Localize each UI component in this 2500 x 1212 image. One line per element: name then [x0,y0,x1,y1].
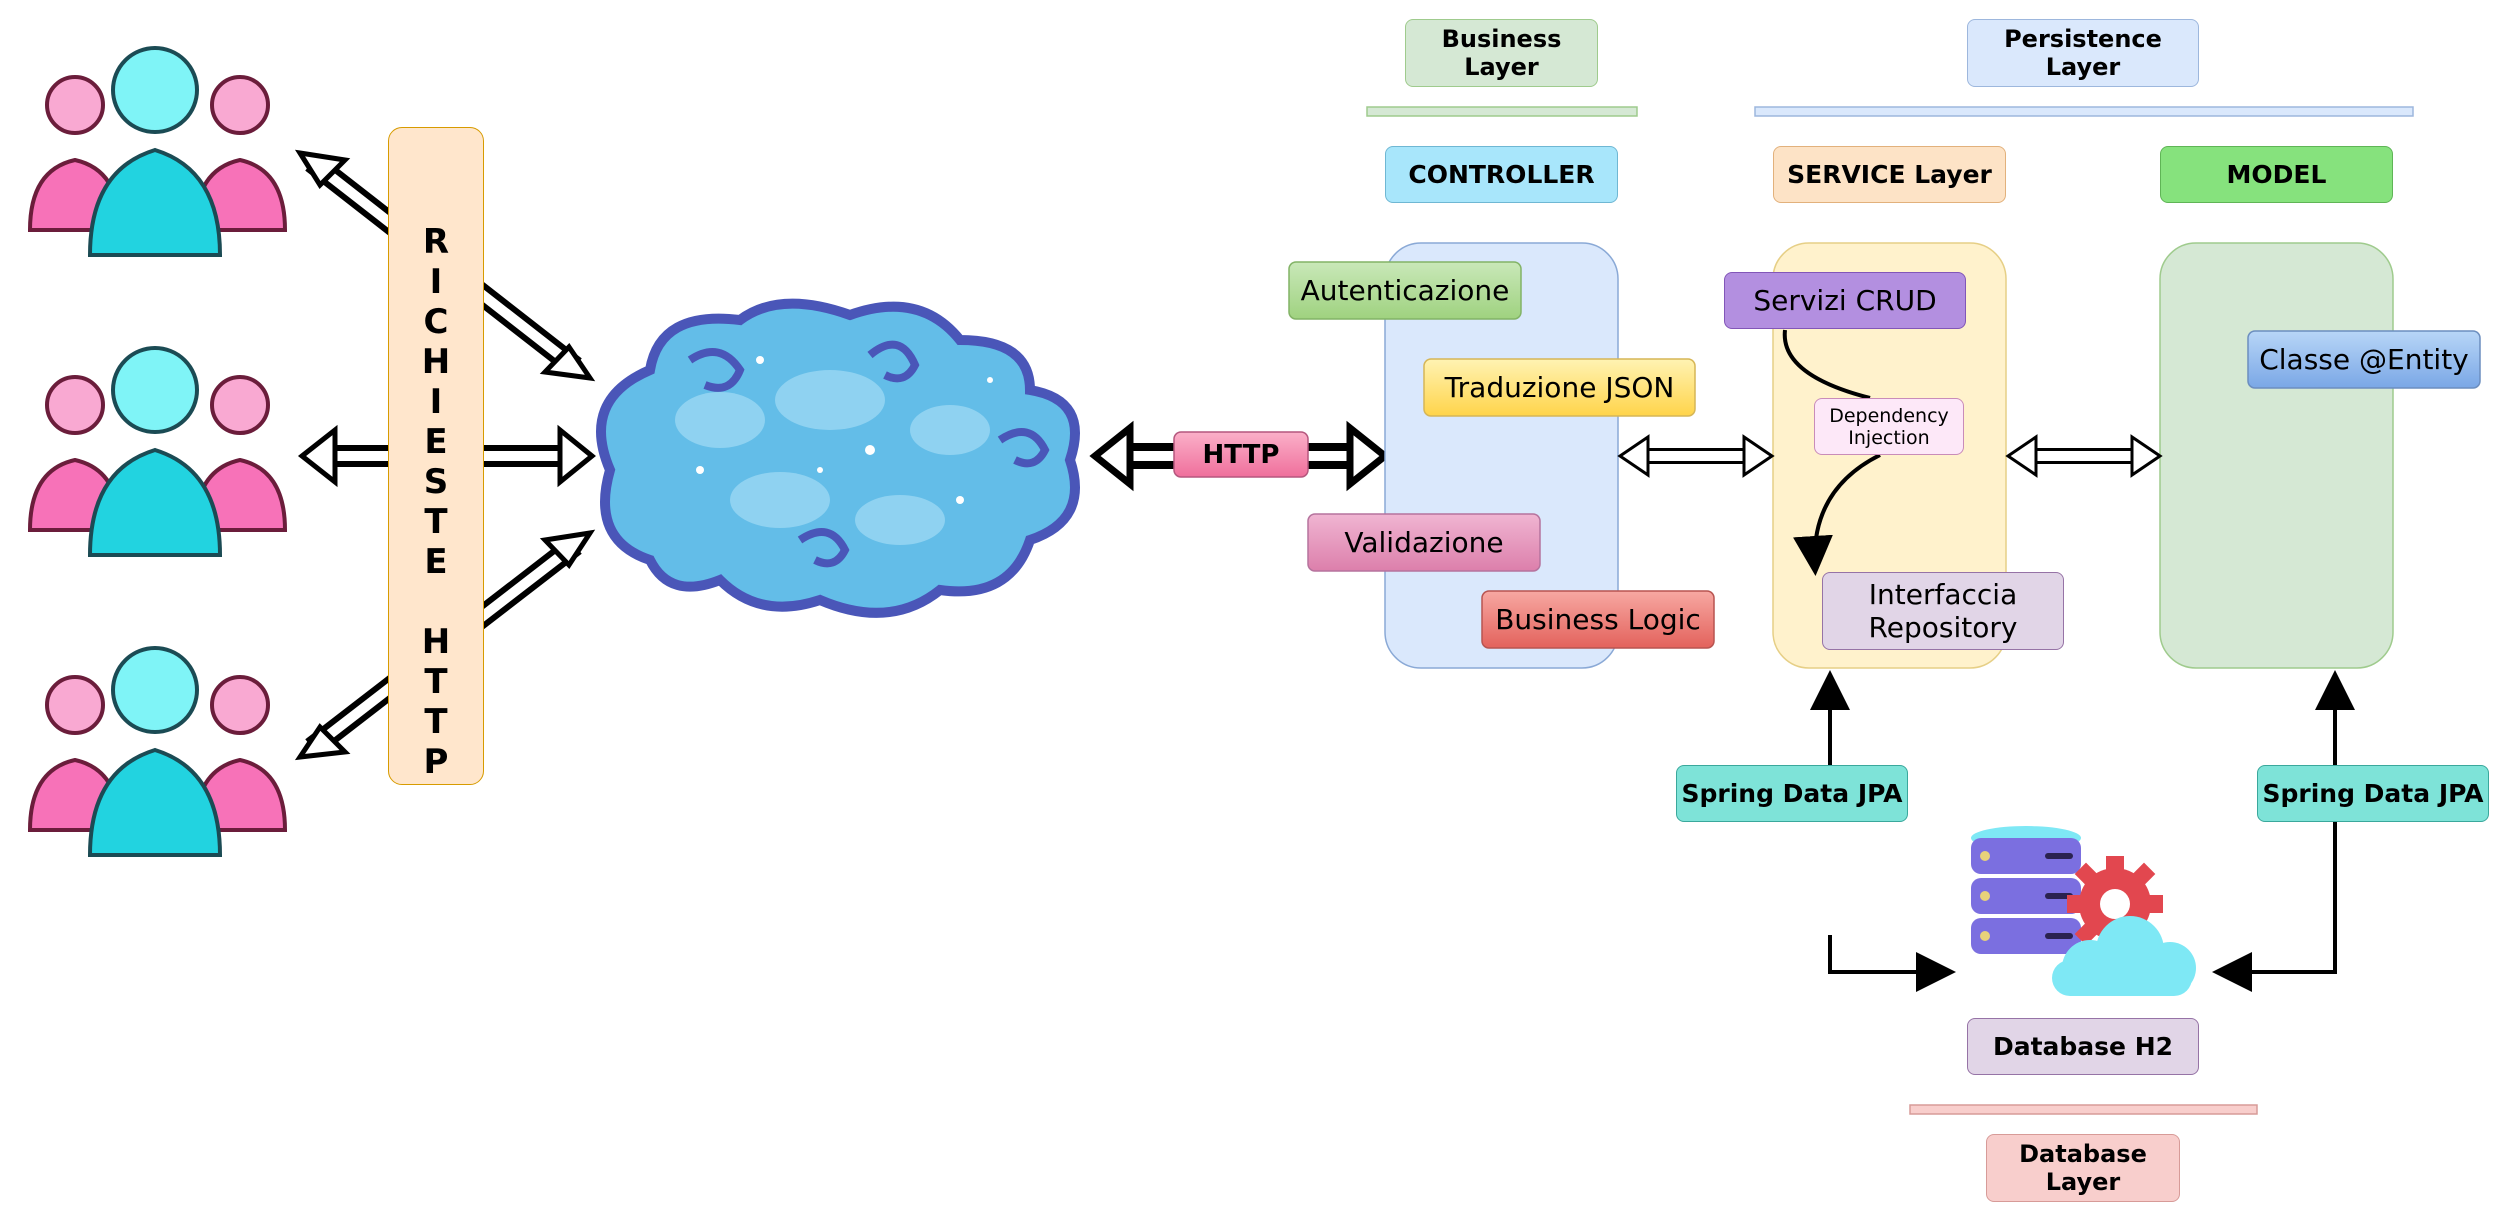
validazione-label: Validazione [1344,526,1504,559]
controller-header: CONTROLLER [1385,146,1618,203]
dependency-injection-curve [1785,329,1881,568]
autenticazione-box [1288,261,1522,320]
cloud-icon [2052,916,2196,996]
users-group-icon [27,46,288,257]
service-model-arrow [2005,434,2163,478]
controller-service-arrow [1617,434,1775,478]
business-logic-box [1481,590,1715,649]
spring-data-jpa-left-badge: Spring Data JPA [1676,765,1908,822]
http-badge-box [1173,431,1309,478]
database-h2-label: Database H2 [1967,1018,2199,1075]
validazione-box [1307,513,1541,572]
traduzione-json-box [1423,358,1696,417]
users-group-icon [27,346,288,557]
classe-entity-box [2247,330,2481,389]
model-panel [2159,242,2394,669]
business-logic-label: Business Logic [1495,603,1701,636]
model-header: MODEL [2160,146,2393,203]
servizi-crud-box: Servizi CRUD [1724,272,1966,329]
user-icon [87,46,223,257]
users-group-icon [27,646,288,857]
dependency-injection-box: Dependency Injection [1814,398,1964,455]
database-layer-underline [1909,1104,2258,1115]
user-icon [87,346,223,557]
jpa-connector-right [2212,670,2355,992]
database-server-icon [1971,826,2081,954]
http-label: HTTP [1202,439,1280,470]
database-layer-title: Database Layer [1986,1134,2180,1202]
user-icon [192,675,288,832]
user-icon [27,75,123,232]
business-layer-title: Business Layer [1405,19,1598,87]
internet-cloud-icon [596,298,1080,618]
jpa-connector-left [1810,670,1956,992]
user-icon [87,646,223,857]
richieste-http-label: R I C H I E S T E H T T P [421,222,451,782]
spring-data-jpa-right-badge: Spring Data JPA [2257,765,2489,822]
business-layer-underline [1366,106,1638,117]
classe-entity-label: Classe @Entity [2259,343,2469,376]
persistence-layer-underline [1754,106,2414,117]
user-icon [192,75,288,232]
traduzione-json-label: Traduzione JSON [1444,371,1675,404]
autenticazione-label: Autenticazione [1300,274,1510,307]
persistence-layer-title: Persistence Layer [1967,19,2199,87]
interfaccia-repository-box: Interfaccia Repository [1822,572,2064,650]
richieste-http-panel: R I C H I E S T E H T T P [388,127,484,785]
service-layer-header: SERVICE Layer [1773,146,2006,203]
